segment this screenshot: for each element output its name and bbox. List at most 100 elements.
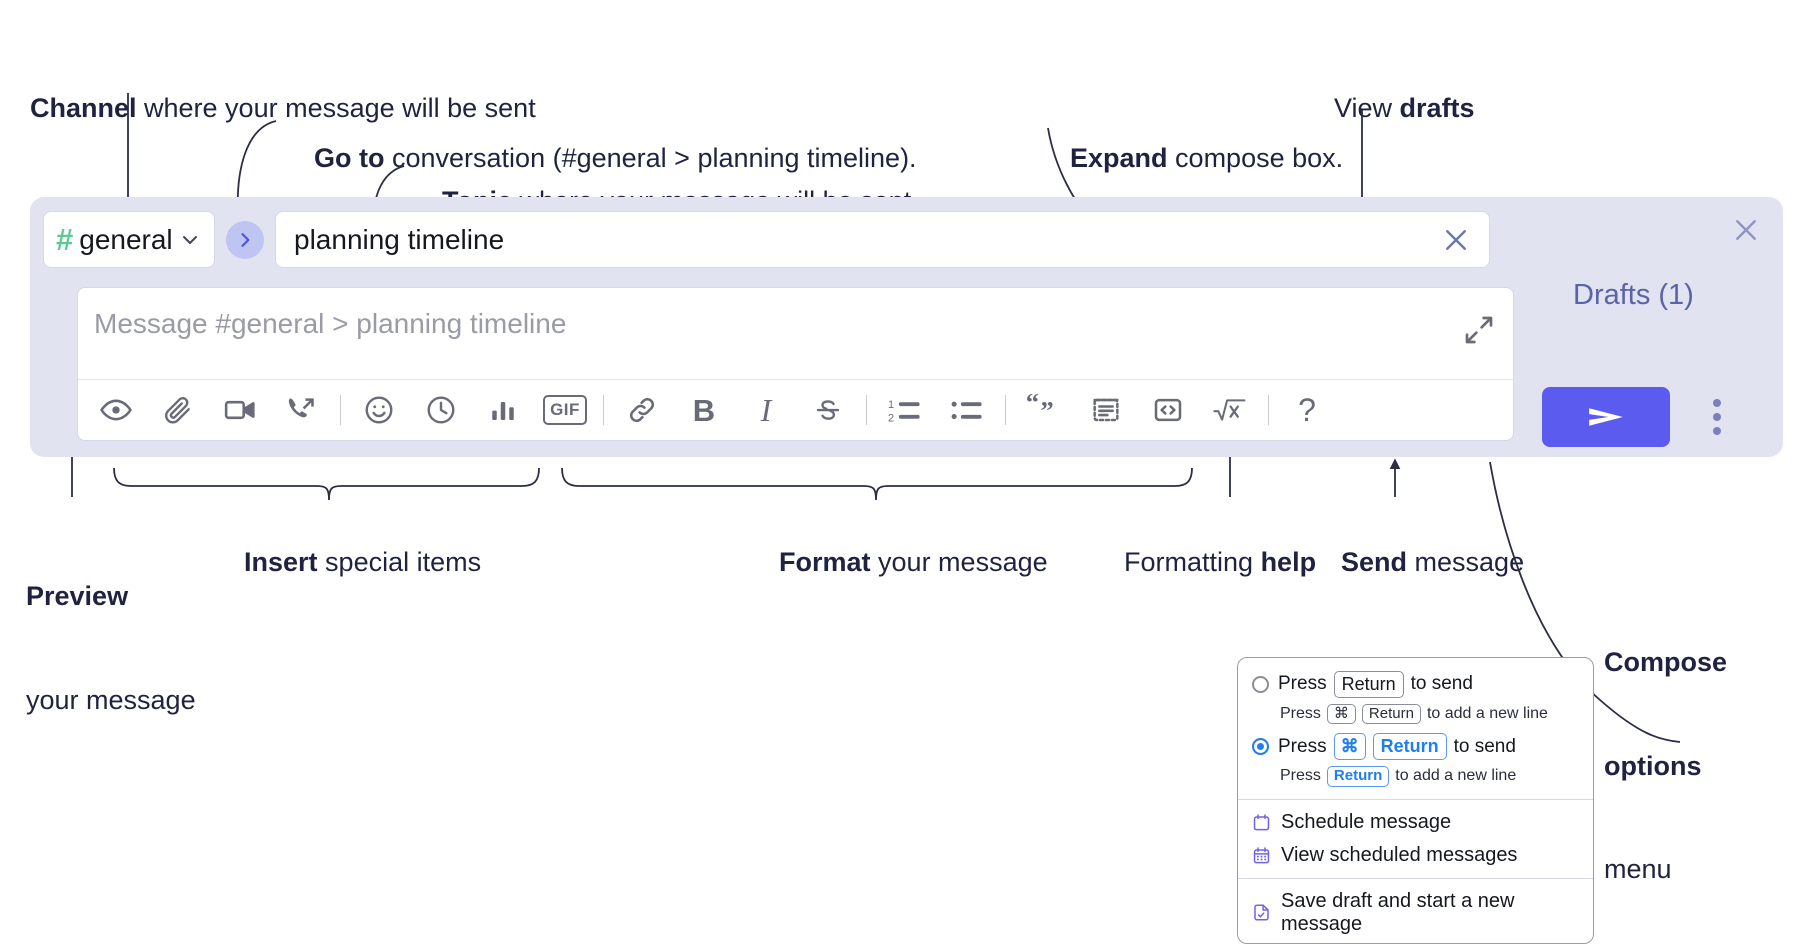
hash-icon: # bbox=[56, 222, 73, 257]
italic-label: I bbox=[760, 392, 772, 428]
close-icon[interactable] bbox=[1729, 213, 1763, 247]
chevron-down-icon bbox=[178, 228, 202, 252]
annotation-expand-rest: compose box. bbox=[1167, 142, 1344, 173]
help-label: ? bbox=[1298, 391, 1316, 428]
channel-select[interactable]: # general bbox=[43, 211, 215, 268]
key-return: Return bbox=[1333, 671, 1404, 698]
expand-icon[interactable] bbox=[1463, 314, 1495, 346]
bold-icon[interactable]: B bbox=[680, 387, 728, 433]
annotation-preview-line2: your message bbox=[26, 684, 196, 715]
code-block-icon[interactable] bbox=[1082, 387, 1130, 433]
preview-icon[interactable] bbox=[92, 387, 140, 433]
send-option-return-sub: Press ⌘ Return to add a new line bbox=[1238, 701, 1593, 731]
send-option-prefix: Press bbox=[1278, 735, 1327, 757]
topic-value: planning timeline bbox=[294, 223, 505, 255]
clear-topic-icon[interactable] bbox=[1437, 221, 1475, 259]
annotation-insert: Insert special items bbox=[214, 510, 481, 614]
gif-icon[interactable]: GIF bbox=[541, 387, 589, 433]
kebab-dot bbox=[1713, 427, 1721, 435]
menu-item-schedule-message[interactable]: Schedule message bbox=[1238, 806, 1593, 839]
bold-label: B bbox=[692, 392, 716, 428]
annotation-help-plain: Formatting bbox=[1124, 546, 1261, 577]
bulleted-list-icon[interactable] bbox=[943, 387, 991, 433]
goto-conversation-button[interactable] bbox=[226, 220, 264, 259]
annotation-insert-rest: special items bbox=[317, 546, 482, 577]
send-option-suffix: to send bbox=[1453, 735, 1516, 757]
menu-item-view-scheduled[interactable]: View scheduled messages bbox=[1238, 839, 1593, 872]
topic-field[interactable]: planning timeline bbox=[275, 211, 1490, 268]
code-icon[interactable] bbox=[1144, 387, 1192, 433]
clock-icon[interactable] bbox=[417, 387, 465, 433]
calendar-grid-icon bbox=[1252, 846, 1271, 865]
annotation-preview: Preview your message bbox=[26, 510, 196, 786]
toolbar-divider bbox=[866, 395, 867, 425]
menu-item-label: Schedule message bbox=[1281, 810, 1452, 833]
annotation-help-bold: help bbox=[1260, 546, 1317, 577]
message-placeholder: Message #general > planning timeline bbox=[94, 308, 567, 339]
save-draft-icon bbox=[1252, 903, 1271, 922]
send-option-cmd-return-sub: Press Return to add a new line bbox=[1238, 763, 1593, 793]
annotation-compose-options-line3: menu bbox=[1604, 854, 1672, 885]
send-button[interactable] bbox=[1542, 387, 1670, 447]
menu-item-label: View scheduled messages bbox=[1281, 843, 1518, 866]
annotation-goto: Go to conversation (#general > planning … bbox=[284, 106, 917, 210]
sub-prefix: Press bbox=[1280, 767, 1321, 785]
annotation-drafts-bold: drafts bbox=[1399, 93, 1475, 124]
compose-options-button[interactable] bbox=[1702, 389, 1732, 445]
conversation-selector-row: # general planning timeline bbox=[43, 211, 1490, 268]
toolbar-divider bbox=[340, 395, 341, 425]
key-command: ⌘ bbox=[1326, 703, 1356, 725]
annotation-compose-options-line2: options bbox=[1604, 750, 1702, 781]
video-icon[interactable] bbox=[216, 387, 264, 433]
link-icon[interactable] bbox=[618, 387, 666, 433]
annotation-channel-bold: Channel bbox=[30, 93, 137, 124]
key-return: Return bbox=[1326, 765, 1390, 787]
annotation-send-rest: message bbox=[1407, 546, 1525, 577]
send-option-prefix: Press bbox=[1278, 673, 1327, 695]
radio-icon-selected[interactable] bbox=[1252, 738, 1269, 755]
calendar-icon bbox=[1252, 813, 1271, 832]
send-option-return[interactable]: Press Return to send bbox=[1238, 668, 1593, 701]
audio-clip-icon[interactable] bbox=[278, 387, 326, 433]
annotation-channel-rest: where your message will be sent bbox=[136, 93, 536, 124]
svg-text:2: 2 bbox=[888, 413, 894, 425]
sub-suffix: to add a new line bbox=[1395, 767, 1517, 785]
math-icon[interactable] bbox=[1206, 387, 1254, 433]
menu-item-save-draft[interactable]: Save draft and start a new message bbox=[1238, 885, 1593, 941]
drafts-link[interactable]: Drafts (1) bbox=[1573, 279, 1694, 311]
help-icon[interactable]: ? bbox=[1283, 387, 1331, 433]
message-input[interactable]: Message #general > planning timeline bbox=[78, 288, 1513, 380]
sub-suffix: to add a new line bbox=[1426, 704, 1548, 722]
ordered-list-icon[interactable]: 1 2 bbox=[881, 387, 929, 433]
annotation-drafts-plain: View bbox=[1334, 93, 1400, 124]
annotation-format-bold: Format bbox=[779, 546, 871, 577]
italic-icon[interactable]: I bbox=[742, 387, 790, 433]
message-compose-box: Message #general > planning timeline bbox=[77, 287, 1514, 441]
menu-divider bbox=[1238, 798, 1593, 800]
annotation-compose-options: Compose options menu bbox=[1604, 576, 1727, 944]
poll-icon[interactable] bbox=[479, 387, 527, 433]
annotation-expand: Expand compose box. bbox=[1040, 106, 1343, 210]
key-return: Return bbox=[1361, 703, 1421, 725]
radio-icon[interactable] bbox=[1252, 675, 1269, 693]
annotation-preview-bold: Preview bbox=[26, 581, 129, 612]
toolbar-divider bbox=[1005, 395, 1006, 425]
send-option-cmd-return[interactable]: Press ⌘ Return to send bbox=[1238, 730, 1593, 763]
strikethrough-icon[interactable] bbox=[804, 387, 852, 433]
send-option-suffix: to send bbox=[1410, 673, 1473, 695]
key-return: Return bbox=[1372, 733, 1447, 760]
toolbar-divider bbox=[1268, 395, 1269, 425]
svg-text:“: “ bbox=[1027, 394, 1039, 417]
attachment-icon[interactable] bbox=[154, 387, 202, 433]
toolbar-divider bbox=[603, 395, 604, 425]
annotation-help: Formatting help bbox=[1094, 510, 1316, 614]
annotation-insert-bold: Insert bbox=[244, 546, 318, 577]
annotation-compose-options-line1: Compose bbox=[1604, 647, 1728, 678]
menu-divider bbox=[1238, 877, 1593, 879]
annotation-expand-bold: Expand bbox=[1070, 142, 1168, 173]
blockquote-icon[interactable]: “ ” bbox=[1020, 387, 1068, 433]
annotation-send-bold: Send bbox=[1341, 546, 1408, 577]
emoji-icon[interactable] bbox=[355, 387, 403, 433]
svg-text:”: ” bbox=[1040, 396, 1053, 426]
